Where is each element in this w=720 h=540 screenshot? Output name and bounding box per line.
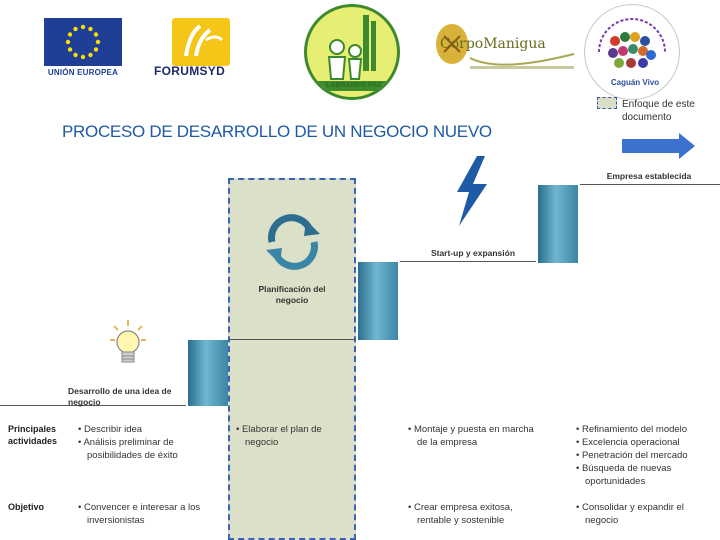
corpomanigua-logo-text: CorpoManigua <box>440 36 546 52</box>
activities-cell-established: Refinamiento del modelo Excelencia opera… <box>576 423 716 488</box>
activities-cell-planning: Elaborar el plan de negocio <box>236 423 346 449</box>
step-block-1 <box>188 340 228 406</box>
forumsyd-logo-text: FORUMSYD <box>154 64 226 78</box>
list-item: Penetración del mercado <box>576 449 716 462</box>
step-line-3 <box>400 261 536 262</box>
step-line-4 <box>580 184 720 185</box>
activities-cell-idea: Describir ideaAnálisis preliminar de pos… <box>78 423 218 462</box>
step-line-2 <box>230 339 356 340</box>
caguan-vivo-text: Caguán Vivo <box>610 78 660 87</box>
step-block-3 <box>538 185 578 263</box>
cycle-arrows-icon <box>258 214 328 270</box>
lightning-icon <box>451 156 491 226</box>
list-item: Excelencia operacional <box>576 436 716 449</box>
objective-cell-idea: Convencer e interesar a los inversionist… <box>78 501 218 527</box>
list-item: Búsqueda de nuevas oportunidades <box>576 462 716 488</box>
right-arrow-head-icon <box>679 133 695 159</box>
stage-label-established: Empresa establecida <box>606 171 692 181</box>
objective-cell-startup: Crear empresa exitosa, rentable y sosten… <box>408 501 544 527</box>
labrando-paz-logo <box>304 4 400 100</box>
list-item: Crear empresa exitosa, rentable y sosten… <box>408 501 544 527</box>
objective-cell-established: Consolidar y expandir el negocio <box>576 501 716 527</box>
row-header-activities: Principales actividades <box>8 424 58 446</box>
eu-flag-logo <box>44 18 122 66</box>
list-item: Análisis preliminar de posibilidades de … <box>78 436 218 462</box>
list-item: Montaje y puesta en marcha de la empresa <box>408 423 538 449</box>
legend-swatch <box>597 97 617 109</box>
list-item: Consolidar y expandir el negocio <box>576 501 716 527</box>
corpomanigua-logo <box>434 14 580 82</box>
forumsyd-logo <box>172 18 230 66</box>
list-item: Convencer e interesar a los inversionist… <box>78 501 218 527</box>
row-header-objective: Objetivo <box>8 502 45 512</box>
list-item: Refinamiento del modelo <box>576 423 716 436</box>
focus-column <box>228 178 356 540</box>
right-arrow-icon <box>622 139 680 153</box>
activities-cell-startup: Montaje y puesta en marcha de la empresa <box>408 423 538 449</box>
list-item: Elaborar el plan de negocio <box>236 423 346 449</box>
legend-label: Enfoque de este documento <box>622 99 695 123</box>
stage-label-idea: Desarrollo de una idea de negocio <box>68 386 172 407</box>
labrando-paz-text: LABRANDO PAZ <box>326 82 382 89</box>
step-block-2 <box>358 262 398 340</box>
list-item: Describir idea <box>78 423 218 436</box>
page-title: PROCESO DE DESARROLLO DE UN NEGOCIO NUEV… <box>62 122 492 141</box>
lightbulb-icon <box>108 318 148 374</box>
caguan-vivo-logo <box>584 4 680 100</box>
stage-label-startup: Start-up y expansión <box>430 248 516 258</box>
eu-logo-text: UNIÓN EUROPEA <box>47 68 119 77</box>
stage-label-planning: Planificación del negocio <box>258 284 326 305</box>
step-line-1 <box>0 405 186 406</box>
